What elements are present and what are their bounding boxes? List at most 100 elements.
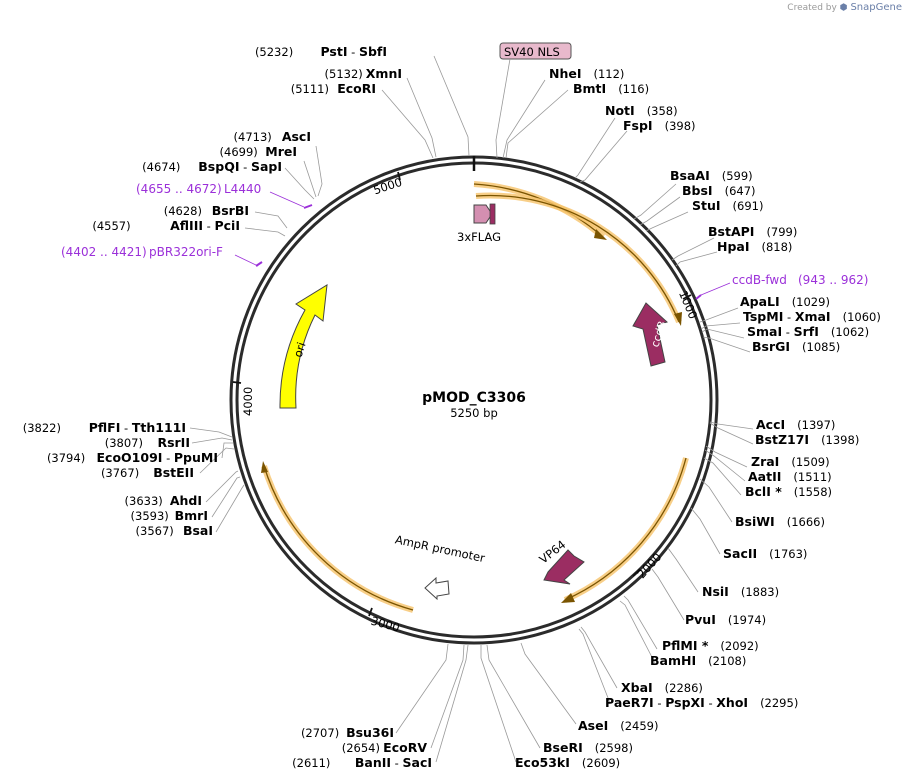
- site-label-right[interactable]: BstAPI(799): [708, 224, 797, 239]
- site-label-right[interactable]: HpaI(818): [717, 239, 792, 254]
- site-position: (5132): [325, 67, 363, 81]
- feature-label-ori: ori: [291, 340, 309, 359]
- feature-ccdb-arrow[interactable]: ccdB: [632, 302, 669, 367]
- site-name: PvuI(1974): [685, 612, 766, 627]
- site-label-left[interactable]: AflIII - PciI(4557): [92, 218, 240, 233]
- site-label-right[interactable]: FspI(398): [623, 118, 696, 133]
- primer-range-pbr322ori-f: (4402 .. 4421): [61, 245, 147, 259]
- site-name: BsaI: [183, 523, 213, 538]
- site-label-right[interactable]: ApaLI(1029): [740, 294, 830, 309]
- feature-ori-arrow[interactable]: ori: [279, 284, 328, 409]
- site-name: AatII(1511): [748, 469, 832, 484]
- site-label-left[interactable]: PstI - SbfI (5232): [255, 44, 387, 59]
- orf-arcs: [261, 181, 689, 613]
- site-label-right[interactable]: BbsI(647): [682, 183, 756, 198]
- site-name: SmaI - SrfI(1062): [747, 324, 869, 339]
- right-site-labels: NheI(112)BmtI(116) NotI(358)FspI(398) BsaA…: [515, 66, 881, 770]
- site-name: PflMI *(2092): [662, 638, 759, 653]
- site-label-left[interactable]: PflFI - Tth111I(3822): [23, 420, 186, 435]
- site-label-right[interactable]: Eco53kI(2609): [515, 755, 620, 770]
- site-name: AscI: [282, 129, 311, 144]
- site-label-right[interactable]: ZraI(1509): [751, 454, 830, 469]
- site-name: XbaI(2286): [621, 680, 703, 695]
- site-name: BanII - SacI: [355, 755, 432, 770]
- site-label-left[interactable]: Bsu36I(2707): [301, 725, 394, 740]
- site-label-left[interactable]: AscI(4713): [234, 129, 311, 144]
- plasmid-name: pMOD_C3306: [422, 390, 526, 406]
- primer-range-ccdb-fwd: (943 .. 962): [798, 273, 868, 287]
- site-label-left[interactable]: EcoRV(2654): [342, 740, 428, 755]
- site-label-right[interactable]: BsrGI(1085): [752, 339, 840, 354]
- site-label-right[interactable]: SmaI - SrfI(1062): [747, 324, 869, 339]
- site-label-right[interactable]: StuI(691): [692, 198, 763, 213]
- site-label-right[interactable]: SacII(1763): [723, 546, 807, 561]
- site-label-left[interactable]: BstEII(3767): [101, 465, 194, 480]
- backbone: [229, 155, 719, 645]
- site-name: BsrBI: [212, 203, 249, 218]
- snapgene-logo-icon: ⬢: [839, 3, 848, 13]
- site-label-left[interactable]: MreI (4699): [220, 144, 297, 159]
- site-label-right[interactable]: PflMI *(2092): [662, 638, 759, 653]
- site-position: (3822): [23, 421, 61, 435]
- site-label-left[interactable]: XmnI(5132): [325, 66, 402, 81]
- site-position: (4699): [220, 145, 258, 159]
- primer-l4440[interactable]: (4655 .. 4672) L4440: [136, 182, 313, 209]
- feature-vp64-arrow[interactable]: VP64: [537, 537, 585, 585]
- left-site-labels: PstI - SbfI (5232) XmnI(5132)EcoRI (5111) As…: [23, 44, 432, 770]
- primer-name-ccdb-fwd: ccdB-fwd: [732, 273, 787, 287]
- site-position: (5111): [291, 82, 329, 96]
- plasmid-size: 5250 bp: [450, 406, 498, 420]
- primer-name-pbr322ori-f: pBR322ori-F: [149, 245, 223, 259]
- site-label-right[interactable]: PvuI(1974): [685, 612, 766, 627]
- site-label-right[interactable]: BseRI(2598): [543, 740, 633, 755]
- site-label-left[interactable]: RsrII(3807): [105, 435, 190, 450]
- primer-ccdb-fwd[interactable]: ccdB-fwd (943 .. 962): [695, 273, 868, 300]
- site-position: (4557): [92, 219, 130, 233]
- feature-sv40-nls[interactable]: SV40 NLS: [495, 42, 572, 159]
- site-label-right[interactable]: NsiI(1883): [702, 584, 779, 599]
- site-label-right[interactable]: BmtI(116): [573, 81, 649, 96]
- site-name: RsrII: [157, 435, 190, 450]
- site-label-right[interactable]: NheI(112): [549, 66, 624, 81]
- site-label-right[interactable]: XbaI(2286): [621, 680, 703, 695]
- site-label-left[interactable]: BspQI - SapI(4674): [142, 159, 282, 174]
- site-label-right[interactable]: BsiWI(1666): [735, 514, 825, 529]
- site-label-right[interactable]: NotI(358): [605, 103, 678, 118]
- site-label-left[interactable]: AhdI(3633): [125, 493, 202, 508]
- site-label-right[interactable]: PaeR7I - PspXI - XhoI(2295): [605, 695, 798, 710]
- site-name: EcoRI: [337, 81, 376, 96]
- site-label-right[interactable]: BstZ17I(1398): [755, 432, 859, 447]
- site-label-left[interactable]: BanII - SacI(2611): [292, 755, 432, 770]
- site-label-right[interactable]: AseI(2459): [578, 718, 659, 733]
- site-position: (5232): [255, 45, 293, 59]
- site-name: BsaAI(599): [670, 168, 753, 183]
- site-name: HpaI(818): [717, 239, 792, 254]
- primer-pbr322ori-f[interactable]: (4402 .. 4421) pBR322ori-F: [61, 245, 263, 267]
- site-name: BamHI(2108): [650, 653, 746, 668]
- site-name: TspMI - XmaI(1060): [743, 309, 881, 324]
- site-label-left[interactable]: BmrI(3593): [131, 508, 208, 523]
- primer-range-l4440: (4655 .. 4672): [136, 182, 222, 196]
- site-name: PstI - SbfI: [320, 44, 387, 59]
- site-label-right[interactable]: BamHI(2108): [650, 653, 746, 668]
- feature-3xflag[interactable]: 3xFLAG: [457, 203, 501, 244]
- site-label-left[interactable]: BsrBI(4628): [164, 203, 249, 218]
- site-label-right[interactable]: TspMI - XmaI(1060): [743, 309, 881, 324]
- feature-ampr-promoter-arrow[interactable]: AmpR promoter: [394, 532, 487, 601]
- site-label-left[interactable]: BsaI(3567): [136, 523, 213, 538]
- site-name: BsiWI(1666): [735, 514, 825, 529]
- site-name: XmnI: [366, 66, 402, 81]
- feature-label-3xflag: 3xFLAG: [457, 230, 501, 244]
- site-name: BclI *(1558): [745, 484, 832, 499]
- site-label-left[interactable]: EcoO109I - PpuMI(3794): [47, 450, 218, 465]
- site-name: MreI: [265, 144, 297, 159]
- site-label-left[interactable]: EcoRI (5111): [291, 81, 376, 96]
- site-label-right[interactable]: AccI(1397): [756, 417, 835, 432]
- tick-label-3000: 3000: [369, 614, 401, 635]
- feature-label-ampr-promoter: AmpR promoter: [394, 532, 487, 565]
- site-label-right[interactable]: BclI *(1558): [745, 484, 832, 499]
- site-label-right[interactable]: BsaAI(599): [670, 168, 753, 183]
- site-position: (4674): [142, 160, 180, 174]
- site-label-right[interactable]: AatII(1511): [748, 469, 832, 484]
- site-name: StuI(691): [692, 198, 763, 213]
